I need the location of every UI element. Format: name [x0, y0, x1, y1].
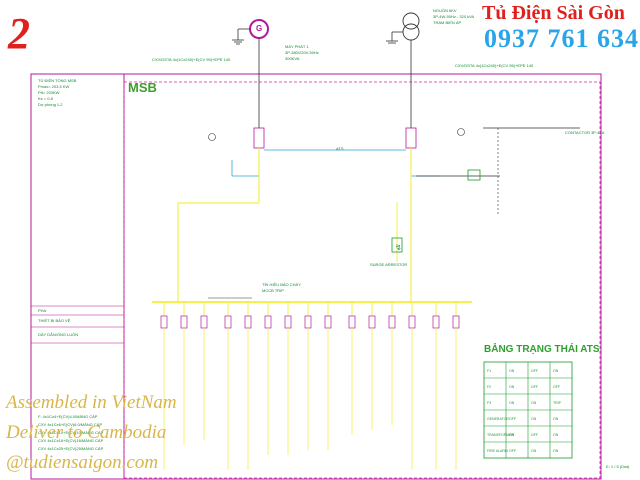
ats-label: ATS — [336, 146, 344, 151]
ats-table-cell: ON — [531, 417, 537, 421]
surge-label: SURGE ARRESTOR — [370, 262, 408, 267]
cable-note-2: CXV 4x1Cx6+E(CV)6.0/MÁNG CÁP — [38, 422, 103, 427]
ats-table-cell: ON — [553, 369, 559, 373]
panel-info-3: Ptt= 203KW — [38, 90, 60, 95]
ats-table-cell: OFF — [509, 417, 516, 421]
ats-table-cell: ON — [509, 401, 515, 405]
cable-note-3: CXV 4x1Cx10+E(CV)10/MÁNG CÁP — [38, 430, 104, 435]
panel-info-2: Pmax= 203.5 KW — [38, 84, 70, 89]
gen-symbol-label: G — [256, 24, 263, 33]
feeder-mccb — [180, 315, 188, 329]
gen-cable: CXV/DSTA 4x(1Cx240)+E(CV 95)+EPE 140 — [152, 57, 231, 62]
panel-title: MSB — [128, 80, 157, 95]
tr-meter — [457, 128, 465, 136]
feeder-mccb — [432, 315, 440, 329]
ats-table-cell: F1 — [487, 369, 491, 373]
transformer-coil-1 — [402, 12, 420, 30]
mccb-trip-label: MCCB TRIP — [262, 288, 284, 293]
ats-table-cell: OFF — [531, 369, 538, 373]
feeder-group — [160, 302, 460, 470]
feeder-mccb — [200, 315, 208, 329]
gen-info-2: 3P-380/220V-50Hz — [285, 50, 319, 55]
ats-table-cell: ON — [531, 449, 537, 453]
ats-table-cell: F2 — [487, 385, 491, 389]
ats-table-cell: GENERATOR — [487, 417, 509, 421]
tr-info-3: TRẠM BIẾN ÁP — [433, 20, 462, 25]
feeder-mccb — [324, 315, 332, 329]
ats-table-cell: ON — [531, 401, 537, 405]
surge-arrow: ↯ — [395, 243, 402, 252]
brand-name: Tủ Điện Sài Gòn — [482, 2, 625, 24]
title-block-cable: DÂY DẪN/ỐNG LUỒN — [38, 332, 79, 337]
feeder-mccb — [244, 315, 252, 329]
feeder-mccb — [348, 315, 356, 329]
ats-table-cell: OFF — [531, 385, 538, 389]
ats-table-title: BẢNG TRẠNG THÁI ATS — [484, 344, 600, 355]
feeder-mccb — [160, 315, 168, 329]
ats-table-cell: OFF — [509, 449, 516, 453]
ats-table-cell: TRANSFORMER — [487, 433, 515, 437]
gen-acb — [253, 127, 265, 149]
ats-table-cell: ON — [509, 385, 515, 389]
page-number: 2 — [8, 9, 30, 58]
ats-table-cell: TRIP — [553, 401, 562, 405]
drawing-frame — [30, 73, 602, 480]
ats-table-cell: ON — [553, 417, 559, 421]
ats-table-cell: ON — [553, 433, 559, 437]
cable-note-4: CXV 4x1Cx16+E(CV)16/MÁNG CÁP — [38, 438, 104, 443]
scale-note: E: 1 / 5 (Dwt) — [606, 464, 630, 469]
ats-table-cell: OFF — [553, 385, 560, 389]
title-block-phase: PHA — [38, 308, 47, 313]
title-block-protection: THIẾT BỊ BẢO VỆ — [38, 318, 71, 323]
panel-info-1: TỦ ĐIỆN TỔNG MSB — [38, 78, 77, 83]
panel-info-4: Ks = 0.8 — [38, 96, 53, 101]
surge-symbol — [391, 237, 403, 253]
gen-info-3: 300KVA — [285, 56, 300, 61]
feeder-mccb — [408, 315, 416, 329]
panel-info-5: Dự phòng 1.2 — [38, 102, 63, 107]
tr-info-2: 3P-4W-50Hz - 320 kVA — [433, 14, 475, 19]
contactor-box — [467, 169, 481, 181]
ats-table-cell: ON — [509, 369, 515, 373]
msb-panel-dashed — [123, 81, 601, 479]
feeder-mccb — [224, 315, 232, 329]
feeder-mccb — [304, 315, 312, 329]
feeder-mccb — [388, 315, 396, 329]
gen-meter — [208, 133, 216, 141]
ats-table-cell: OFF — [531, 433, 538, 437]
ats-table-cell: ON — [553, 449, 559, 453]
cable-note-5: CXV 4x1Cx25+E(CV)25/MÁNG CÁP — [38, 446, 104, 451]
ats-table-cell: FIRE ALARM — [487, 449, 508, 453]
gen-info-1: MÁY PHÁT 1 — [285, 44, 309, 49]
watermark-line-1: Assembled in VietNam — [6, 392, 177, 413]
feeder-mccb — [452, 315, 460, 329]
watermark-line-3: @tudiensaigon.com — [6, 452, 159, 473]
feeder-mccb — [264, 315, 272, 329]
tr-info-1: NGUỒN 6KV — [433, 8, 457, 13]
transformer-coil-2 — [402, 23, 420, 41]
feeder-mccb — [368, 315, 376, 329]
ats-table-cell: F3 — [487, 401, 491, 405]
contactor-label: CONTACTOR 3P-40A — [565, 130, 605, 135]
brand-phone: 0937 761 634 — [484, 24, 639, 53]
fire-signal-label: TÍN HIỆU BÁO CHÁY — [262, 282, 301, 287]
ats-table-cell: ON — [509, 433, 515, 437]
tr-cable: CXV/DSTA 4x(1Cx240)+E(CV 95)+EPE 140 — [455, 63, 534, 68]
watermark-line-2: Deliver to Cambodia — [6, 422, 167, 443]
tr-acb — [405, 127, 417, 149]
cable-note-1: F: 4x1Cx4+E(CV)4.0/MÁNG CÁP — [38, 414, 98, 419]
feeder-mccb — [284, 315, 292, 329]
